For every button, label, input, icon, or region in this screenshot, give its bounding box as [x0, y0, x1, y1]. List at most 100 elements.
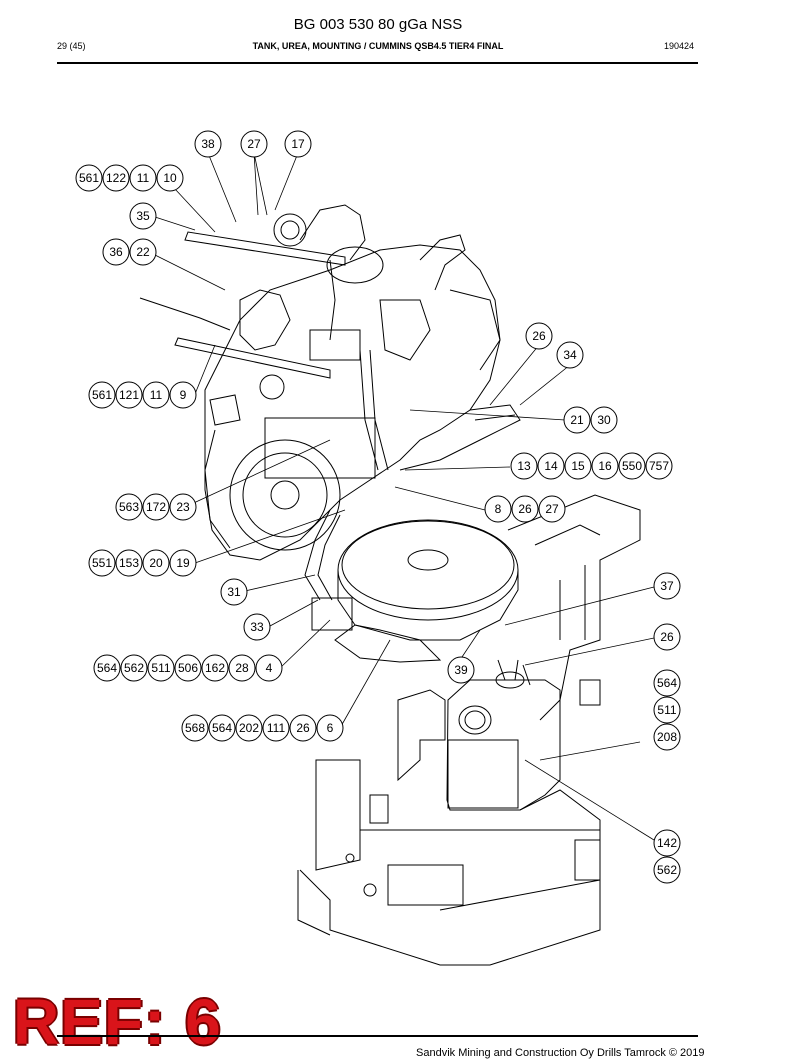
callout-bubble-11: 11 — [129, 164, 157, 192]
urea-tank — [446, 659, 561, 811]
page-title: TANK, UREA, MOUNTING / CUMMINS QSB4.5 TI… — [252, 41, 504, 51]
callout-label: 564 — [212, 721, 232, 735]
callout-label: 172 — [146, 500, 166, 514]
callout-label: 208 — [657, 730, 677, 744]
ref-stamp: REF: 6 — [13, 986, 222, 1058]
callout-bubble-33: 33 — [243, 613, 271, 641]
callout-bubble-15: 15 — [564, 452, 592, 480]
callout-bubble-4: 4 — [255, 654, 283, 682]
callout-label: 10 — [163, 171, 177, 185]
callout-label: 564 — [657, 676, 677, 690]
callout-label: 17 — [291, 137, 305, 151]
callout-bubble-26: 26 — [653, 623, 681, 651]
callout-bubble-36: 36 — [102, 238, 130, 266]
callout-bubble-13: 13 — [510, 452, 538, 480]
callout-bubble-506: 506 — [174, 654, 202, 682]
callout-label: 35 — [136, 209, 150, 223]
callout-bubble-511: 511 — [147, 654, 175, 682]
callout-bubble-26: 26 — [289, 714, 317, 742]
callout-bubble-23: 23 — [169, 493, 197, 521]
callout-bubble-35: 35 — [129, 202, 157, 230]
callout-label: 23 — [176, 500, 190, 514]
callout-bubble-6: 6 — [316, 714, 344, 742]
callout-bubble-37: 37 — [653, 572, 681, 600]
callout-bubble-22: 22 — [129, 238, 157, 266]
callout-label: 34 — [563, 348, 577, 362]
callout-label: 142 — [657, 836, 677, 850]
callout-bubble-153: 153 — [115, 549, 143, 577]
callout-bubble-9: 9 — [169, 381, 197, 409]
callout-bubble-511: 511 — [653, 696, 681, 724]
callout-bubble-31: 31 — [220, 578, 248, 606]
callout-label: 26 — [518, 502, 532, 516]
callout-label: 506 — [178, 661, 198, 675]
revision-date: 190424 — [664, 41, 695, 51]
callout-bubble-550: 550 — [618, 452, 646, 480]
callout-bubble-27: 27 — [240, 130, 268, 158]
footer-rule — [57, 1035, 698, 1037]
callout-label: 16 — [598, 459, 612, 473]
callout-bubble-562: 562 — [653, 856, 681, 884]
pump-unit — [311, 597, 442, 663]
callout-bubble-564: 564 — [653, 669, 681, 697]
page-number: 29 (45) — [57, 41, 86, 51]
callout-bubble-20: 20 — [142, 549, 170, 577]
callout-label: 36 — [109, 245, 123, 259]
callout-bubble-10: 10 — [156, 164, 184, 192]
callout-bubble-562: 562 — [120, 654, 148, 682]
callout-bubble-111: 111 — [262, 714, 290, 742]
callout-label: 564 — [97, 661, 117, 675]
callout-label: 121 — [119, 388, 139, 402]
callout-label: 28 — [235, 661, 249, 675]
callout-label: 15 — [571, 459, 585, 473]
document-id: BG 003 530 80 gGa NSS — [293, 16, 463, 33]
callout-bubble-38: 38 — [194, 130, 222, 158]
callout-bubble-34: 34 — [556, 341, 584, 369]
callout-label: 511 — [151, 661, 170, 675]
callout-bubble-19: 19 — [169, 549, 197, 577]
callout-label: 30 — [597, 413, 611, 427]
callout-label: 20 — [149, 556, 163, 570]
callout-label: 6 — [327, 721, 334, 735]
callout-label: 153 — [119, 556, 139, 570]
callout-bubble-568: 568 — [181, 714, 209, 742]
callout-label: 561 — [79, 171, 99, 185]
callout-bubble-27: 27 — [538, 495, 566, 523]
callout-label: 21 — [570, 413, 584, 427]
callout-label: 4 — [266, 661, 273, 675]
callout-label: 9 — [180, 388, 187, 402]
mounting-flange — [337, 519, 519, 641]
callout-bubble-17: 17 — [284, 130, 312, 158]
callout-label: 568 — [185, 721, 205, 735]
callout-bubble-26: 26 — [525, 322, 553, 350]
callout-label: 511 — [657, 703, 676, 717]
callout-bubble-561: 561 — [75, 164, 103, 192]
callout-label: 562 — [657, 863, 677, 877]
callout-bubble-11: 11 — [142, 381, 170, 409]
callout-label: 13 — [517, 459, 531, 473]
callout-bubble-21: 21 — [563, 406, 591, 434]
callout-bubble-14: 14 — [537, 452, 565, 480]
callout-label: 31 — [227, 585, 241, 599]
callout-bubble-551: 551 — [88, 549, 116, 577]
callout-label: 122 — [106, 171, 126, 185]
callout-bubble-757: 757 — [645, 452, 673, 480]
engine-assembly — [139, 204, 521, 561]
urea-hose — [304, 509, 331, 601]
callout-label: 26 — [532, 329, 546, 343]
callout-label: 757 — [649, 459, 669, 473]
callout-label: 562 — [124, 661, 144, 675]
callout-bubble-30: 30 — [590, 406, 618, 434]
callout-label: 550 — [622, 459, 642, 473]
callout-bubble-16: 16 — [591, 452, 619, 480]
leader-lines — [154, 152, 655, 841]
callout-label: 27 — [545, 502, 559, 516]
callout-bubble-122: 122 — [102, 164, 130, 192]
callout-label: 22 — [136, 245, 150, 259]
callout-label: 563 — [119, 500, 139, 514]
callout-bubble-564: 564 — [208, 714, 236, 742]
callout-label: 26 — [296, 721, 310, 735]
callout-label: 19 — [176, 556, 190, 570]
callout-label: 38 — [201, 137, 215, 151]
